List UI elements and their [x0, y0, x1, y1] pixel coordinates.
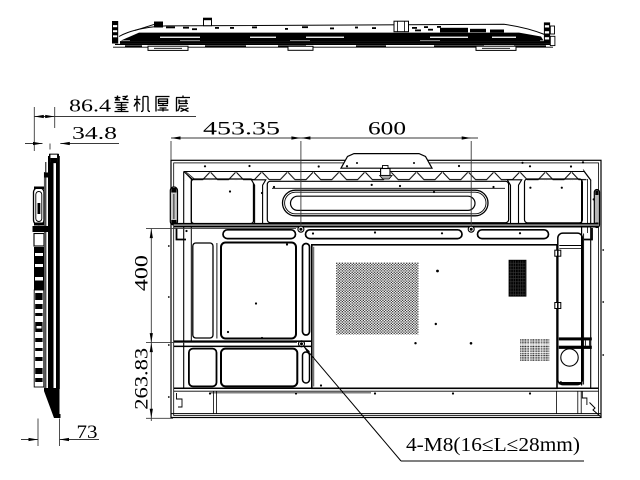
svg-text:263.83: 263.83	[132, 348, 153, 410]
svg-text:34.8: 34.8	[72, 123, 117, 143]
svg-text:86.4: 86.4	[69, 96, 111, 116]
svg-text:453.35: 453.35	[203, 119, 280, 140]
svg-text:400: 400	[132, 255, 153, 291]
svg-text:73: 73	[77, 422, 98, 443]
svg-text:4-M8(16≤L≤28mm): 4-M8(16≤L≤28mm)	[406, 434, 580, 456]
svg-text:600: 600	[368, 119, 406, 140]
